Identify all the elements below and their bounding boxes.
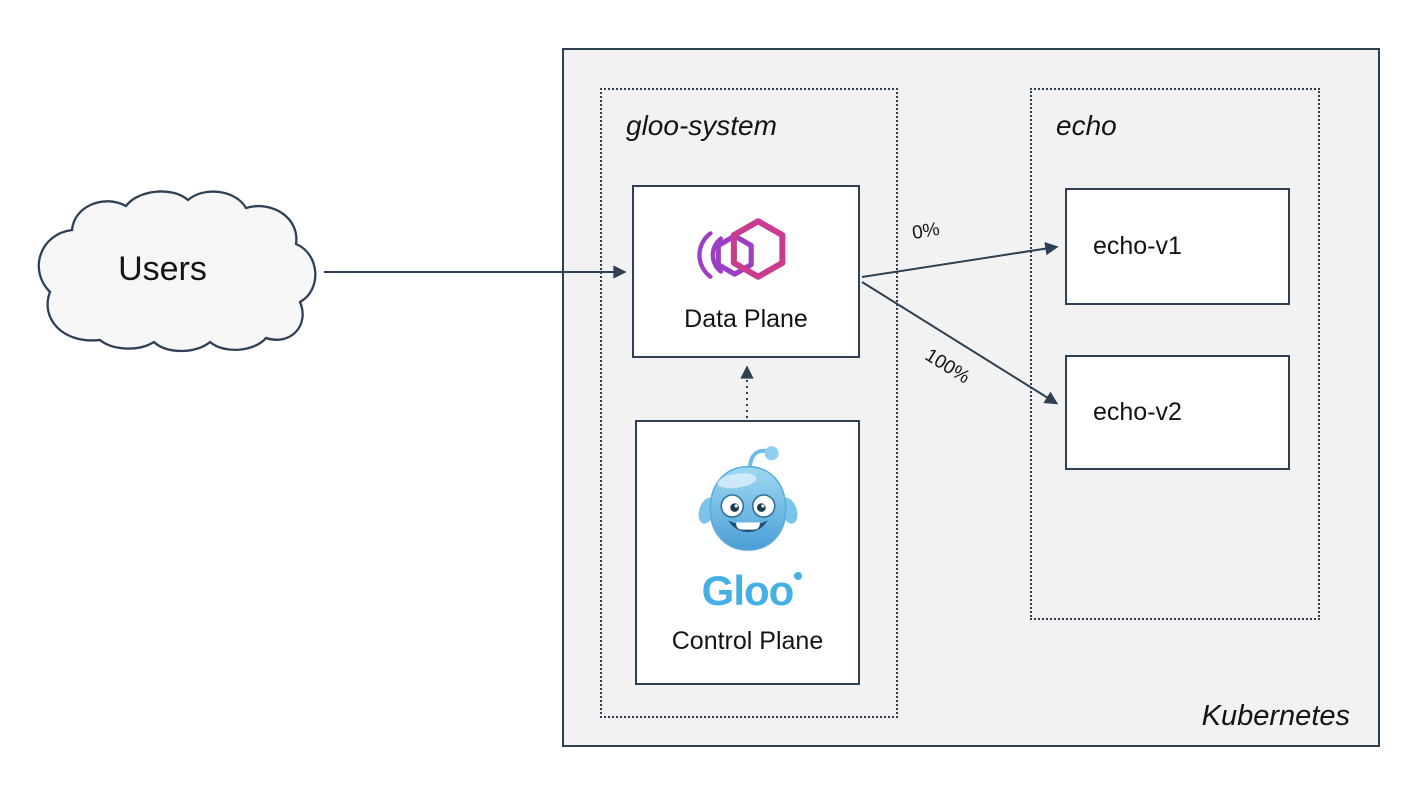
- kubernetes-label: Kubernetes: [1201, 700, 1350, 732]
- echo-v1-node: echo-v1: [1065, 188, 1290, 305]
- edge-label-gateway-to-echo-v1: 0%: [910, 218, 942, 245]
- gloo-wordmark: Gloo: [701, 566, 803, 614]
- gloo-wordmark-text: Gloo: [701, 566, 795, 614]
- gloo-gateway-icon: [697, 218, 786, 280]
- echo-v2-label: echo-v2: [1093, 398, 1182, 426]
- data-plane-node: Data Plane: [632, 185, 860, 358]
- control-plane-node: Gloo Control Plane: [635, 420, 860, 685]
- namespace-echo-label: echo: [1056, 110, 1117, 141]
- gloo-wordmark-dot-icon: [794, 571, 803, 580]
- echo-v2-node: echo-v2: [1065, 355, 1290, 470]
- namespace-echo: echo: [1030, 88, 1320, 620]
- namespace-gloo-system-label: gloo-system: [626, 110, 777, 141]
- users-label: Users: [118, 250, 207, 288]
- data-plane-label: Data Plane: [684, 305, 808, 333]
- control-plane-label: Control Plane: [671, 627, 824, 656]
- gloo-mascot-icon: [698, 446, 797, 551]
- echo-v1-label: echo-v1: [1093, 232, 1182, 260]
